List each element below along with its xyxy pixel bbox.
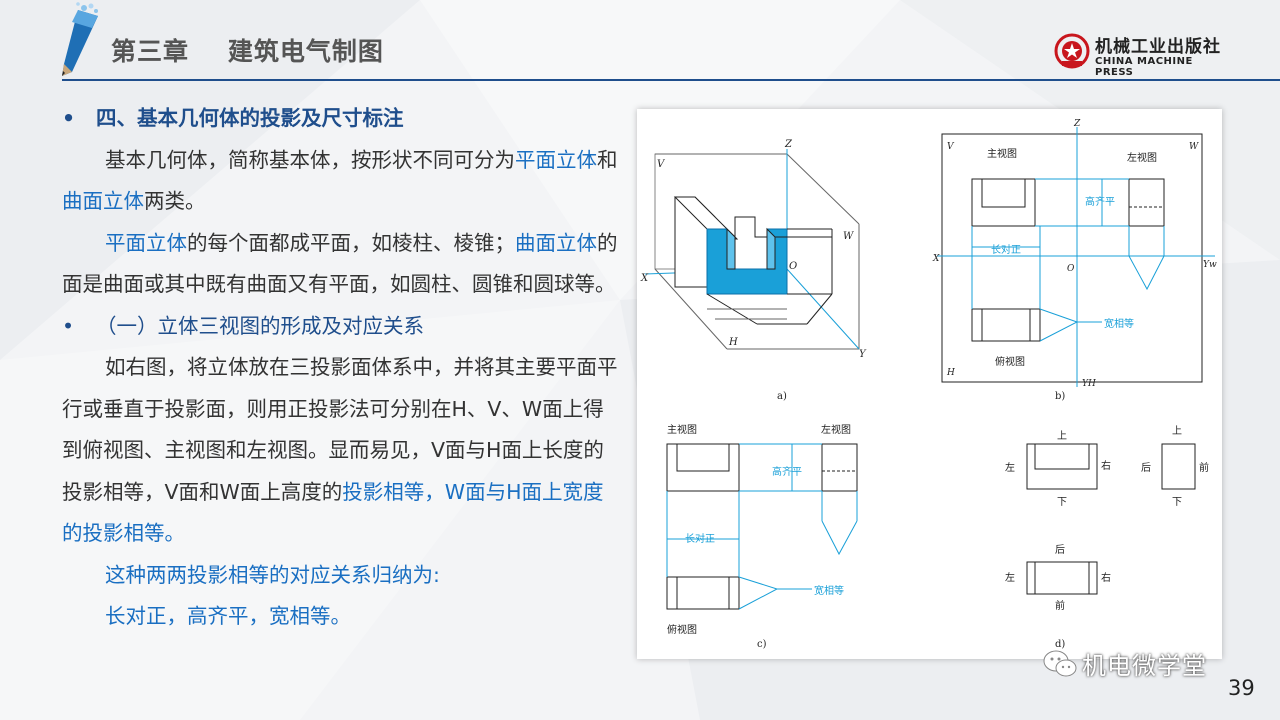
fig-b-label-w: W (1189, 142, 1199, 152)
fig-a-label-v: V (657, 159, 666, 170)
pencil-logo-icon (62, 2, 98, 76)
fig-d-front-up: 上 (1057, 430, 1067, 442)
projection-diagram: V Z W X O H Y a) (640, 119, 1217, 650)
fig-a-label-h: H (728, 337, 738, 348)
publisher-name-cn: 机械工业出版社 (1095, 37, 1221, 57)
header-divider (62, 79, 1280, 81)
fig-c-width-label: 宽相等 (814, 584, 844, 597)
subsection-heading: •（一）立体三视图的形成及对应关系 (62, 313, 424, 338)
wechat-watermark: 机电微学堂 (1040, 644, 1240, 684)
page-number: 39 (1228, 676, 1255, 700)
fig-d-caption: d) (1055, 639, 1065, 650)
fig-d-top-back: 后 (1055, 544, 1065, 556)
fig-b-label-yh: YH (1082, 379, 1096, 389)
fig-a-label-x: X (640, 273, 649, 284)
fig-c-height-label: 高齐平 (772, 465, 802, 478)
paragraph-basic-solids: 基本几何体，简称基本体，按形状不同可分为平面立体和曲面立体两类。 (62, 147, 618, 214)
publisher-logo: 机械工业出版社 CHINA MACHINE PRESS (1050, 30, 1230, 78)
fig-d-front-left: 左 (1005, 461, 1015, 474)
publisher-name-en: CHINA MACHINE PRESS (1095, 56, 1193, 78)
fig-d-side-front: 前 (1199, 461, 1209, 474)
fig-d-top-left: 左 (1005, 571, 1015, 584)
fig-b-label-yw: Yw (1203, 260, 1217, 270)
fig-c-length-label: 长对正 (685, 532, 715, 545)
fig-c-top-view-label: 俯视图 (667, 623, 697, 636)
fig-b-caption: b) (1055, 391, 1065, 402)
fig-a-label-w: W (843, 231, 854, 242)
header: 第三章 建筑电气制图 机械工业出版社 CHINA MACHINE PRESS (0, 0, 1280, 81)
paragraph-three-views: 如右图，将立体放在三投影面体系中，并将其主要平面平行或垂直于投影面，则用正投影法… (62, 355, 618, 545)
fig-d-side-down: 下 (1172, 497, 1182, 508)
chapter-title: 第三章 建筑电气制图 (111, 37, 384, 66)
fig-b-label-o: O (1067, 264, 1075, 274)
fig-b-length-label: 长对正 (991, 243, 1021, 256)
watermark-text: 机电微学堂 (1082, 652, 1207, 680)
fig-b-width-label: 宽相等 (1104, 317, 1134, 330)
fig-a-caption: a) (777, 391, 787, 402)
projection-figure: V Z W X O H Y a) (637, 109, 1222, 659)
fig-c-caption: c) (757, 639, 767, 650)
paragraph-solid-types: 平面立体的每个面都成平面，如棱柱、棱锥；曲面立体的面是曲面或其中既有曲面又有平面… (62, 230, 618, 297)
figure-d-orientation (1026, 443, 1196, 595)
figure-a-isometric (644, 149, 860, 350)
fig-a-label-o: O (789, 261, 797, 272)
fig-b-label-h: H (946, 368, 955, 378)
fig-d-top-front: 前 (1055, 599, 1065, 612)
fig-c-left-view-label: 左视图 (821, 423, 851, 436)
fig-b-front-view-label: 主视图 (987, 147, 1017, 160)
fig-b-label-v: V (947, 142, 955, 152)
figure-b-projection (937, 127, 1215, 387)
wechat-icon (1043, 650, 1077, 677)
fig-d-top-right: 右 (1101, 571, 1111, 584)
fig-d-side-back: 后 (1141, 462, 1151, 474)
fig-b-height-label: 高齐平 (1085, 195, 1115, 208)
fig-b-top-view-label: 俯视图 (995, 355, 1025, 368)
paragraph-summary-rule: 长对正，高齐平，宽相等。 (105, 604, 351, 628)
figure-c-three-views (666, 443, 858, 610)
fig-b-label-z: Z (1073, 119, 1081, 129)
slide-body: •四、基本几何体的投影及尺寸标注 基本几何体，简称基本体，按形状不同可分为平面立… (62, 98, 622, 638)
fig-b-left-view-label: 左视图 (1127, 151, 1157, 164)
fig-a-label-y: Y (859, 349, 867, 360)
paragraph-summary-intro: 这种两两投影相等的对应关系归纳为: (105, 562, 440, 587)
fig-d-side-up: 上 (1172, 425, 1182, 437)
publisher-emblem-icon (1054, 33, 1090, 69)
fig-d-front-right: 右 (1101, 459, 1111, 472)
fig-b-label-x: X (932, 254, 940, 264)
fig-d-front-down: 下 (1057, 497, 1067, 508)
fig-a-label-z: Z (784, 139, 793, 150)
section-heading: •四、基本几何体的投影及尺寸标注 (62, 106, 404, 130)
fig-c-front-view-label: 主视图 (667, 423, 697, 436)
